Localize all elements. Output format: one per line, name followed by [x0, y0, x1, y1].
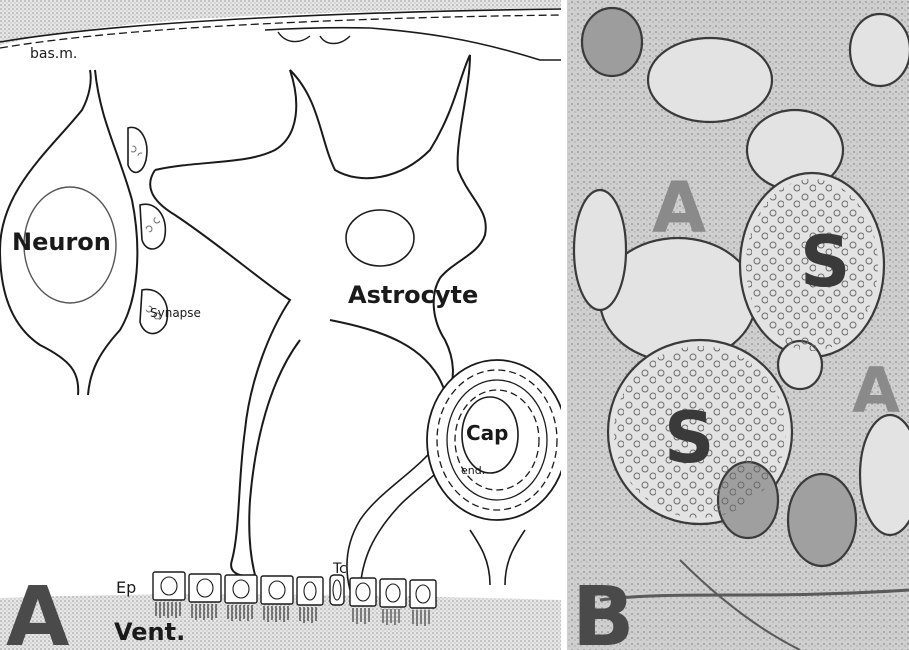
neuron-label: Neuron: [12, 228, 111, 256]
basement-membrane-label: bas.m.: [30, 46, 77, 62]
ventricle-label: Vent.: [114, 618, 185, 646]
panel-b: A S S A B: [564, 0, 909, 650]
capillary-label: Cap: [466, 421, 509, 445]
panel-a: bas.m. Neuron Synapse Astrocyte Cap end.…: [0, 0, 567, 650]
endothelium-label: end.: [461, 464, 485, 477]
astrocyte-label: Astrocyte: [348, 281, 478, 309]
em-astrocyte-label-1: A: [652, 167, 706, 249]
ependyma-label: Ep: [116, 578, 136, 597]
em-synapse-label-2: S: [664, 397, 714, 479]
panel-b-letter: B: [572, 570, 635, 650]
tanycyte-label: Tc: [332, 561, 347, 577]
panel-a-letter: A: [6, 570, 70, 650]
synapse-label: Synapse: [150, 306, 201, 320]
em-astrocyte-label-2: A: [852, 354, 900, 427]
em-synapse-label-1: S: [800, 221, 850, 303]
